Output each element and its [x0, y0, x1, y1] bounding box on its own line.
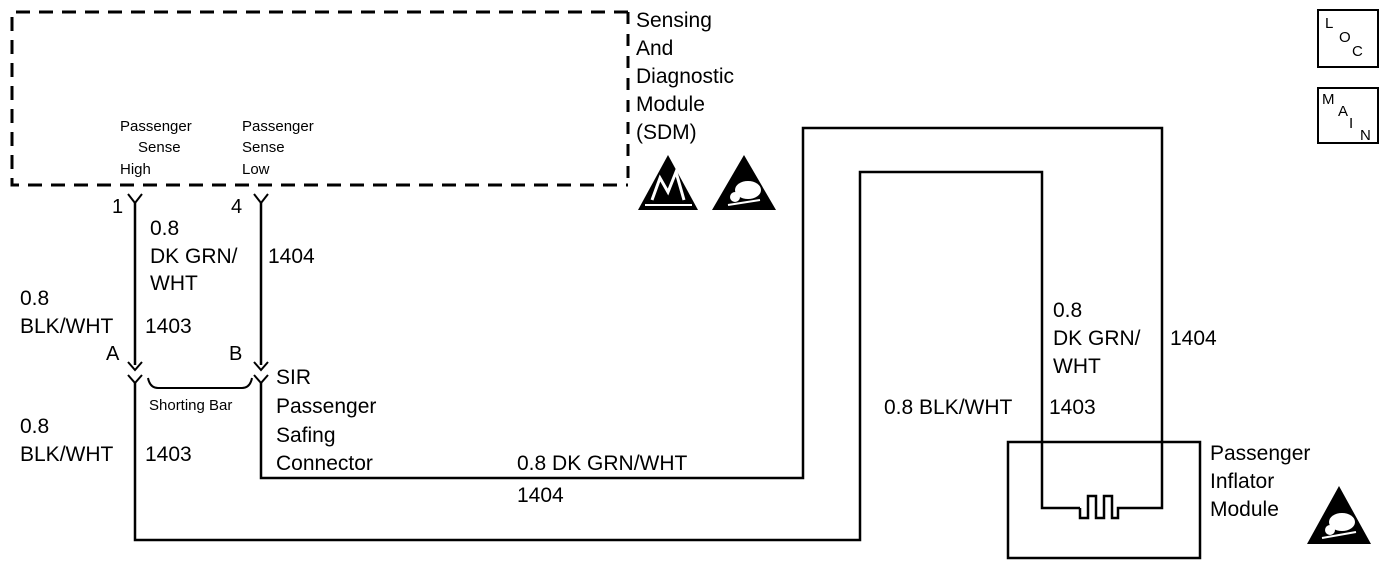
wire-circuit: 1404 — [268, 245, 315, 268]
wire-circuit: 1403 — [1049, 396, 1096, 419]
inflator-name-line: Passenger — [1210, 442, 1310, 465]
wire-label-low-route: 0.8 DK GRN/WHT 1404 — [517, 452, 688, 507]
wire-color-line: DK GRN/ — [1053, 327, 1141, 350]
loc-letter: O — [1339, 29, 1351, 46]
pin-low-connector — [253, 193, 269, 205]
connector-pin-b: B — [229, 343, 242, 365]
wire-label-inflator-grn: 0.8 DK GRN/ WHT 1404 — [1053, 299, 1217, 378]
wire-color: 0.8 BLK/WHT — [884, 396, 1013, 419]
sdm-name-line: And — [636, 37, 673, 60]
wire-1404-low — [253, 126, 1164, 510]
airbag-warning-icon — [712, 155, 776, 210]
wire-label-low-upper: 0.8 DK GRN/ WHT 1404 — [150, 217, 315, 295]
connector-name-line: SIR — [276, 366, 311, 389]
airbag-warning-icon — [1307, 486, 1371, 544]
safing-connector-name: SIR Passenger Safing Connector — [276, 366, 376, 475]
pin-high-label-line: High — [120, 161, 151, 178]
main-letter: N — [1360, 127, 1371, 144]
loc-letter: L — [1325, 15, 1333, 32]
connector-name-line: Passenger — [276, 395, 376, 418]
connector-name-line: Safing — [276, 424, 336, 447]
wire-label-high-upper: 0.8 BLK/WHT 1403 — [20, 287, 192, 338]
pin-high-label-line: Passenger — [120, 118, 192, 135]
pin-high-number: 1 — [112, 196, 123, 218]
pin-low-label: Passenger Sense Low — [242, 118, 314, 178]
main-icon[interactable]: M A I N — [1317, 87, 1379, 144]
sdm-name: Sensing And Diagnostic Module (SDM) — [636, 9, 734, 144]
inflator-module: Passenger Inflator Module — [1006, 440, 1310, 560]
pin-high-label-line: Sense — [138, 139, 181, 156]
main-letter: I — [1349, 115, 1353, 132]
wire-label-inflator-blk: 0.8 BLK/WHT 1403 — [884, 396, 1096, 419]
pin-low-label-line: Sense — [242, 139, 285, 156]
wire-label-high-lower: 0.8 BLK/WHT 1403 — [20, 415, 192, 466]
loc-icon[interactable]: L O C — [1317, 9, 1379, 68]
sdm-name-line: Sensing — [636, 9, 712, 32]
wire-color-line: DK GRN/ — [150, 245, 238, 268]
pin-low-number: 4 — [231, 196, 242, 218]
wire-size: 0.8 — [20, 287, 49, 310]
wire-circuit: 1404 — [517, 484, 564, 507]
wire-color: BLK/WHT — [20, 315, 114, 338]
sdm-name-line: Module — [636, 93, 705, 116]
inflator-name-line: Inflator — [1210, 470, 1274, 493]
squib-symbol — [1078, 494, 1125, 520]
wire-size: 0.8 — [150, 217, 179, 240]
main-letter: A — [1338, 103, 1348, 120]
pin-low-label-line: Low — [242, 161, 270, 178]
connector-pin-a: A — [106, 343, 120, 365]
wire-size: 0.8 — [20, 415, 49, 438]
wire-color-line: WHT — [1053, 355, 1101, 378]
sdm-name-line: Diagnostic — [636, 65, 734, 88]
sdm-name-line: (SDM) — [636, 121, 697, 144]
wire-color: BLK/WHT — [20, 443, 114, 466]
wire-circuit: 1403 — [145, 443, 192, 466]
shorting-bar — [147, 377, 253, 389]
wire-circuit: 1403 — [145, 315, 192, 338]
wire-circuit: 1404 — [1170, 327, 1217, 350]
pin-low-label-line: Passenger — [242, 118, 314, 135]
loc-letter: C — [1352, 43, 1363, 60]
shorting-bar-label: Shorting Bar — [149, 397, 232, 414]
sdm-module: Sensing And Diagnostic Module (SDM) Pass… — [10, 9, 734, 187]
pin-high-label: Passenger Sense High — [120, 118, 192, 178]
wire-1403-high — [127, 170, 1080, 542]
connector-name-line: Connector — [276, 452, 373, 475]
wire-size: 0.8 — [1053, 299, 1082, 322]
esd-warning-icon — [638, 155, 698, 210]
main-letter: M — [1322, 91, 1335, 108]
wire-color-line: WHT — [150, 272, 198, 295]
wire-color: 0.8 DK GRN/WHT — [517, 452, 688, 475]
pin-high-connector — [127, 193, 143, 205]
inflator-name-line: Module — [1210, 498, 1279, 521]
